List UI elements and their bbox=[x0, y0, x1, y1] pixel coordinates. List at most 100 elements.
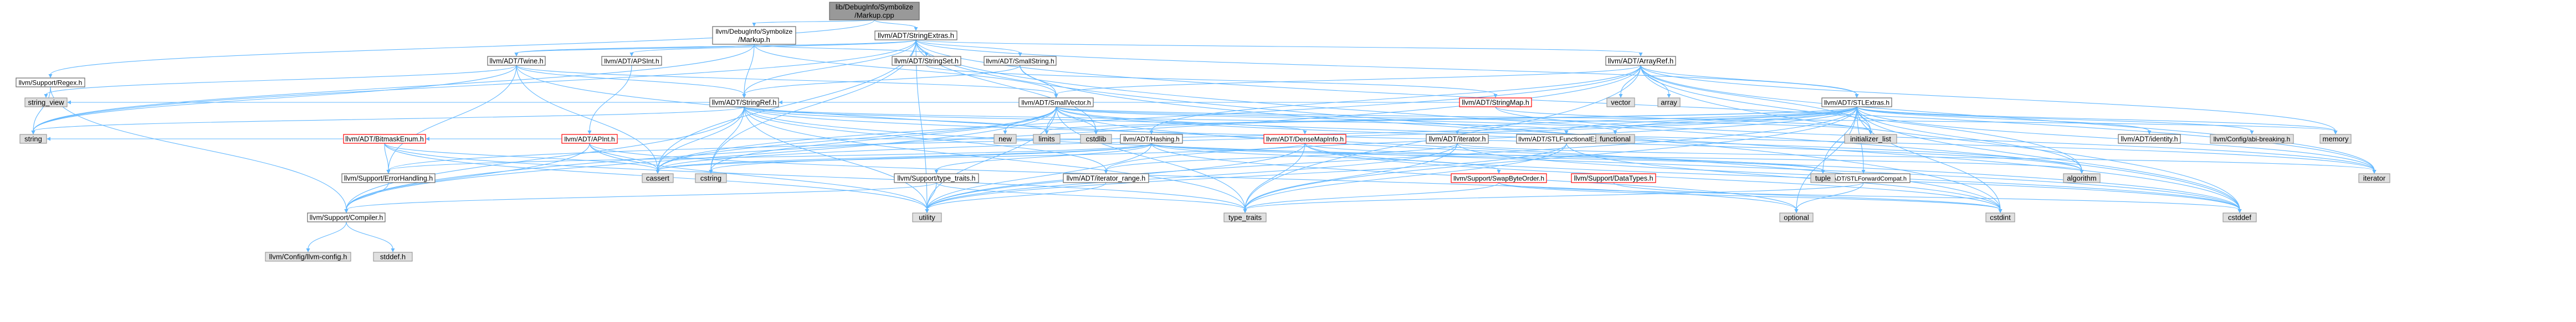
edge-arrayref-to-algorithm bbox=[1640, 65, 2082, 171]
node-box-new bbox=[993, 134, 1017, 144]
edge-arrowhead-arrayref-to-array bbox=[1667, 94, 1671, 98]
node-label-stringset: llvm/ADT/StringSet.h bbox=[894, 58, 959, 65]
edge-arrowhead-densemapinfo-to-tuple bbox=[1821, 170, 1825, 174]
edge-iterator_h-to-utility bbox=[926, 143, 1458, 210]
edge-stlextras-to-iterator_std bbox=[1856, 106, 2375, 171]
node-abibreaking: llvm/Config/abi-breaking.h bbox=[2210, 134, 2294, 144]
node-label-cstring: cstring bbox=[700, 174, 721, 183]
edge-arrayref-to-cassert bbox=[657, 65, 1641, 171]
node-regex[interactable]: llvm/Support/Regex.h bbox=[16, 77, 85, 87]
node-typetraits[interactable]: llvm/Support/type_traits.h bbox=[894, 173, 979, 183]
node-stringref[interactable]: llvm/ADT/StringRef.h bbox=[709, 97, 779, 107]
node-label-apint: llvm/ADT/APInt.h bbox=[564, 136, 614, 143]
edge-swapbyteorder-to-cstdint bbox=[1498, 182, 2001, 210]
node-smallvector[interactable]: llvm/ADT/SmallVector.h bbox=[1018, 97, 1094, 107]
edge-arrowhead-datatypes-to-cstdint bbox=[1998, 209, 2003, 213]
node-bitmaskenum[interactable]: llvm/ADT/BitmaskEnum.h bbox=[343, 134, 426, 144]
edge-stringextras-to-apsint bbox=[631, 39, 916, 54]
node-functional: functional bbox=[1595, 134, 1635, 144]
node-stlfunctional[interactable]: llvm/ADT/STLFunctionalExtras.h bbox=[1516, 134, 1617, 144]
edge-swapbyteorder-to-type_traits bbox=[1245, 182, 1499, 210]
node-stlforward[interactable]: llvm/ADT/STLForwardCompat.h bbox=[1816, 173, 1911, 183]
edge-stlfunctional-to-utility bbox=[926, 143, 1567, 210]
edge-arrowhead-stlextras-to-stlfunctional bbox=[1564, 131, 1569, 134]
node-hashing[interactable]: llvm/ADT/Hashing.h bbox=[1120, 134, 1183, 144]
node-twine[interactable]: llvm/ADT/Twine.h bbox=[487, 56, 546, 66]
node-label-stringmap: llvm/ADT/StringMap.h bbox=[1462, 99, 1529, 107]
node-compiler[interactable]: llvm/Support/Compiler.h bbox=[307, 212, 386, 222]
node-label-cstdlib: cstdlib bbox=[1086, 135, 1107, 143]
node-label-smallstring: llvm/ADT/SmallString.h bbox=[986, 58, 1054, 65]
node-arrayref[interactable]: llvm/ADT/ArrayRef.h bbox=[1605, 56, 1676, 66]
node-root[interactable]: lib/DebugInfo/Symbolize/Markup.cpp bbox=[829, 2, 920, 20]
node-type_traits: type_traits bbox=[1223, 212, 1267, 222]
edge-arrowhead-markup_h-to-stringset bbox=[924, 53, 929, 56]
node-stringextras[interactable]: llvm/ADT/StringExtras.h bbox=[874, 30, 957, 40]
edge-twine-to-stringref bbox=[516, 65, 745, 95]
edge-arrowhead-root-to-markup_h bbox=[752, 23, 756, 27]
edge-arrayref-to-vector bbox=[1620, 65, 1641, 95]
edge-regex-to-string bbox=[33, 86, 51, 132]
node-cstdint: cstdint bbox=[1985, 212, 2015, 222]
edge-stlforward-to-optional bbox=[1796, 182, 1864, 210]
node-label-functional: functional bbox=[1600, 135, 1631, 143]
node-label-stringref: llvm/ADT/StringRef.h bbox=[712, 99, 777, 107]
node-box-iterrange bbox=[1063, 173, 1149, 183]
edge-arrayref-to-cstddef bbox=[1640, 65, 2240, 210]
node-label-vector: vector bbox=[1611, 98, 1631, 107]
edge-arrowhead-stlextras-to-cstdlib bbox=[1094, 131, 1098, 134]
node-label-errorhandling: llvm/Support/ErrorHandling.h bbox=[344, 175, 433, 183]
node-box-twine bbox=[487, 56, 546, 66]
node-identity[interactable]: llvm/ADT/identity.h bbox=[2118, 134, 2181, 144]
node-markup_h[interactable]: llvm/DebugInfo/Symbolize/Markup.h bbox=[712, 26, 796, 45]
node-new: new bbox=[993, 134, 1017, 144]
node-apsint[interactable]: llvm/ADT/APSInt.h bbox=[601, 56, 662, 66]
node-label-array: array bbox=[1661, 98, 1677, 107]
graph-nodes: lib/DebugInfo/Symbolize/Markup.cpp llvm/D… bbox=[16, 2, 2390, 262]
edge-arrowhead-arrayref-to-vector bbox=[1619, 94, 1623, 98]
node-stringset[interactable]: llvm/ADT/StringSet.h bbox=[892, 56, 961, 66]
edge-arrowhead-stlextras-to-iterator_h bbox=[1455, 131, 1459, 134]
node-densemapinfo[interactable]: llvm/ADT/DenseMapInfo.h bbox=[1263, 134, 1346, 144]
node-box-tuple bbox=[1810, 173, 1836, 183]
node-stringmap[interactable]: llvm/ADT/StringMap.h bbox=[1459, 97, 1532, 107]
node-label-utility: utility bbox=[919, 214, 935, 222]
edge-stlextras-to-cstddef bbox=[1856, 106, 2240, 210]
node-box-cassert bbox=[642, 173, 674, 183]
node-iterator_h[interactable]: llvm/ADT/iterator.h bbox=[1426, 134, 1489, 144]
node-errorhandling[interactable]: llvm/Support/ErrorHandling.h bbox=[341, 173, 436, 183]
edge-arrowhead-arrayref-to-hashing bbox=[1149, 131, 1154, 134]
node-array: array bbox=[1657, 97, 1681, 107]
node-label-identity: llvm/ADT/identity.h bbox=[2121, 136, 2178, 143]
node-apint[interactable]: llvm/ADT/APInt.h bbox=[561, 134, 618, 144]
node-stlextras[interactable]: llvm/ADT/STLExtras.h bbox=[1821, 97, 1892, 107]
edge-arrowhead-root-to-stringextras bbox=[914, 27, 918, 31]
edge-twine-to-string bbox=[33, 65, 517, 132]
node-label-regex: llvm/Support/Regex.h bbox=[19, 79, 83, 87]
node-tuple: tuple bbox=[1810, 173, 1836, 183]
node-label-new: new bbox=[998, 135, 1012, 143]
edge-bitmaskenum-to-cassert bbox=[384, 143, 658, 171]
node-box-stringextras bbox=[874, 30, 957, 40]
node-box-smallvector bbox=[1018, 97, 1094, 107]
edge-root-to-stringextras bbox=[874, 19, 916, 28]
node-label-cstddef: cstddef bbox=[2228, 214, 2251, 222]
edge-bitmaskenum-to-type_traits bbox=[384, 143, 1246, 210]
node-label-smallvector: llvm/ADT/SmallVector.h bbox=[1021, 99, 1090, 107]
node-swapbyteorder[interactable]: llvm/Support/SwapByteOrder.h bbox=[1451, 173, 1547, 183]
edge-swapbyteorder-to-cstddef bbox=[1498, 182, 2240, 210]
node-iterrange[interactable]: llvm/ADT/iterator_range.h bbox=[1063, 173, 1149, 183]
node-datatypes[interactable]: llvm/Support/DataTypes.h bbox=[1571, 173, 1656, 183]
node-smallstring[interactable]: llvm/ADT/SmallString.h bbox=[984, 56, 1057, 66]
node-box-cstddef bbox=[2222, 212, 2257, 222]
edge-root-to-markup_h bbox=[754, 19, 875, 24]
node-box-errorhandling bbox=[341, 173, 436, 183]
edge-arrowhead-compiler-to-llvmconfig bbox=[306, 248, 310, 252]
edge-stlextras-to-iterator_h bbox=[1457, 106, 1857, 132]
edge-arrowhead-hashing-to-errorhandling bbox=[386, 170, 391, 174]
node-label-densemapinfo: llvm/ADT/DenseMapInfo.h bbox=[1266, 136, 1344, 143]
edge-arrayref-to-memory bbox=[1640, 65, 2336, 132]
edge-stlextras-to-initlist bbox=[1856, 106, 1871, 132]
node-box-string_view bbox=[24, 97, 68, 107]
node-label-markup_h: llvm/DebugInfo/Symbolize bbox=[716, 28, 793, 35]
